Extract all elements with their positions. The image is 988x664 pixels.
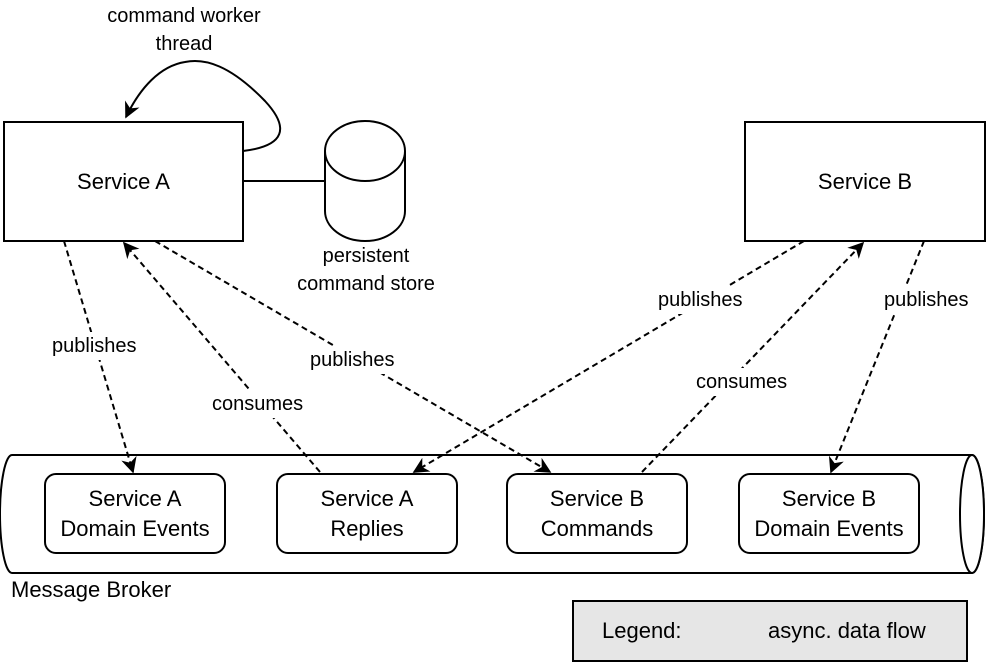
legend-title: Legend: <box>602 618 682 643</box>
flow-b-consumes-commands <box>641 241 865 473</box>
broker-label: Message Broker <box>11 577 172 602</box>
edge-label-a-consumes-replies: consumes <box>212 390 304 418</box>
topic-service-b-domain-events: Service B Domain Events <box>738 473 920 554</box>
flow-b-publishes-events <box>828 240 925 474</box>
service-a-box: Service A <box>3 121 244 242</box>
message-broker-cylinder <box>0 454 985 574</box>
service-b-box: Service B <box>744 121 986 242</box>
topic-service-a-domain-events: Service A Domain Events <box>44 473 226 554</box>
edge-label-b-publishes-replies: publishes <box>658 286 743 314</box>
flow-a-publishes-commands <box>154 240 552 473</box>
worker-thread-loop <box>125 60 282 152</box>
topic-service-a-replies: Service A Replies <box>276 473 458 554</box>
edge-label-b-consumes-commands: consumes <box>696 368 788 396</box>
edge-label-a-publishes-events: publishes <box>52 332 137 360</box>
command-store-cylinder <box>324 120 406 242</box>
legend-item-label: async. data flow <box>768 618 926 643</box>
legend-box: Legend: async. data flow <box>572 600 968 662</box>
topic-service-b-commands: Service B Commands <box>506 473 688 554</box>
edge-label-a-publishes-commands: publishes <box>310 346 395 374</box>
flow-a-consumes-replies <box>122 241 321 473</box>
store-label: persistent command store <box>297 245 435 295</box>
flow-b-publishes-replies <box>412 240 805 473</box>
worker-thread-label: command worker thread <box>107 5 261 55</box>
edge-label-b-publishes-events: publishes <box>884 286 969 314</box>
